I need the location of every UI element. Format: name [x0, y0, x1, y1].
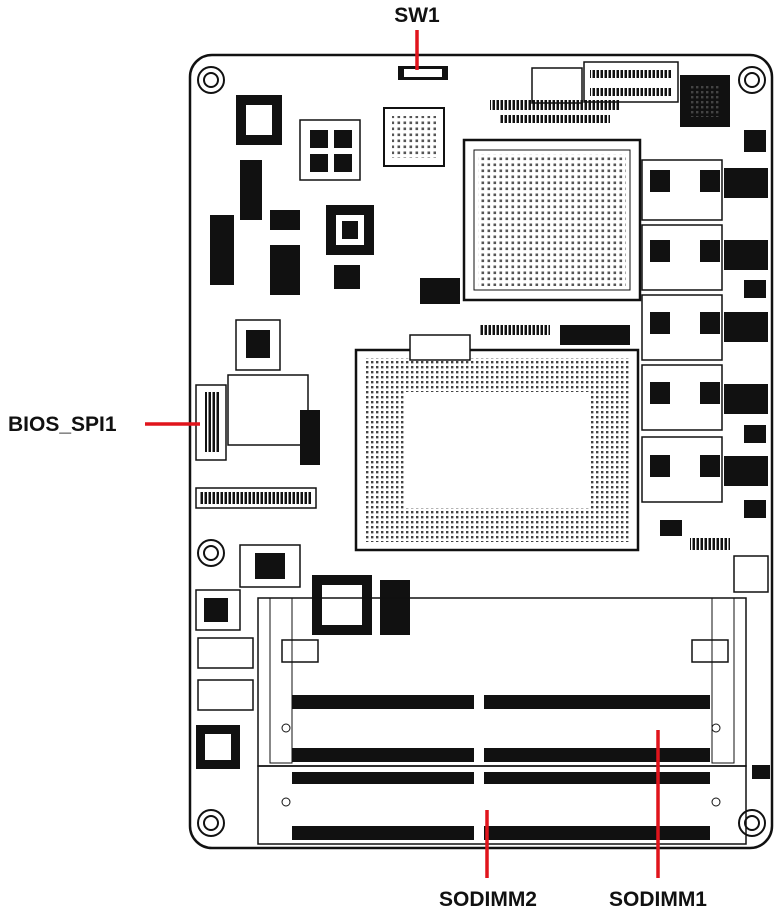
soc-bga-center [354, 348, 640, 552]
mounting-holes [197, 66, 766, 837]
sodimm1-slot [257, 597, 747, 767]
cpu-bga-top [462, 138, 642, 302]
sodimm1-label: SODIMM1 [609, 888, 707, 911]
right-connectors [641, 159, 723, 503]
right-small-parts [650, 130, 768, 518]
bios-spi1-label: BIOS_SPI1 [8, 413, 117, 436]
sodimm2-slot [257, 765, 747, 845]
top-components [236, 61, 730, 181]
callout-lines [145, 30, 660, 878]
sw1-label: SW1 [394, 4, 440, 27]
bottom-right-parts [660, 520, 770, 779]
sodimm2-label: SODIMM2 [439, 888, 537, 911]
left-components [195, 160, 630, 769]
